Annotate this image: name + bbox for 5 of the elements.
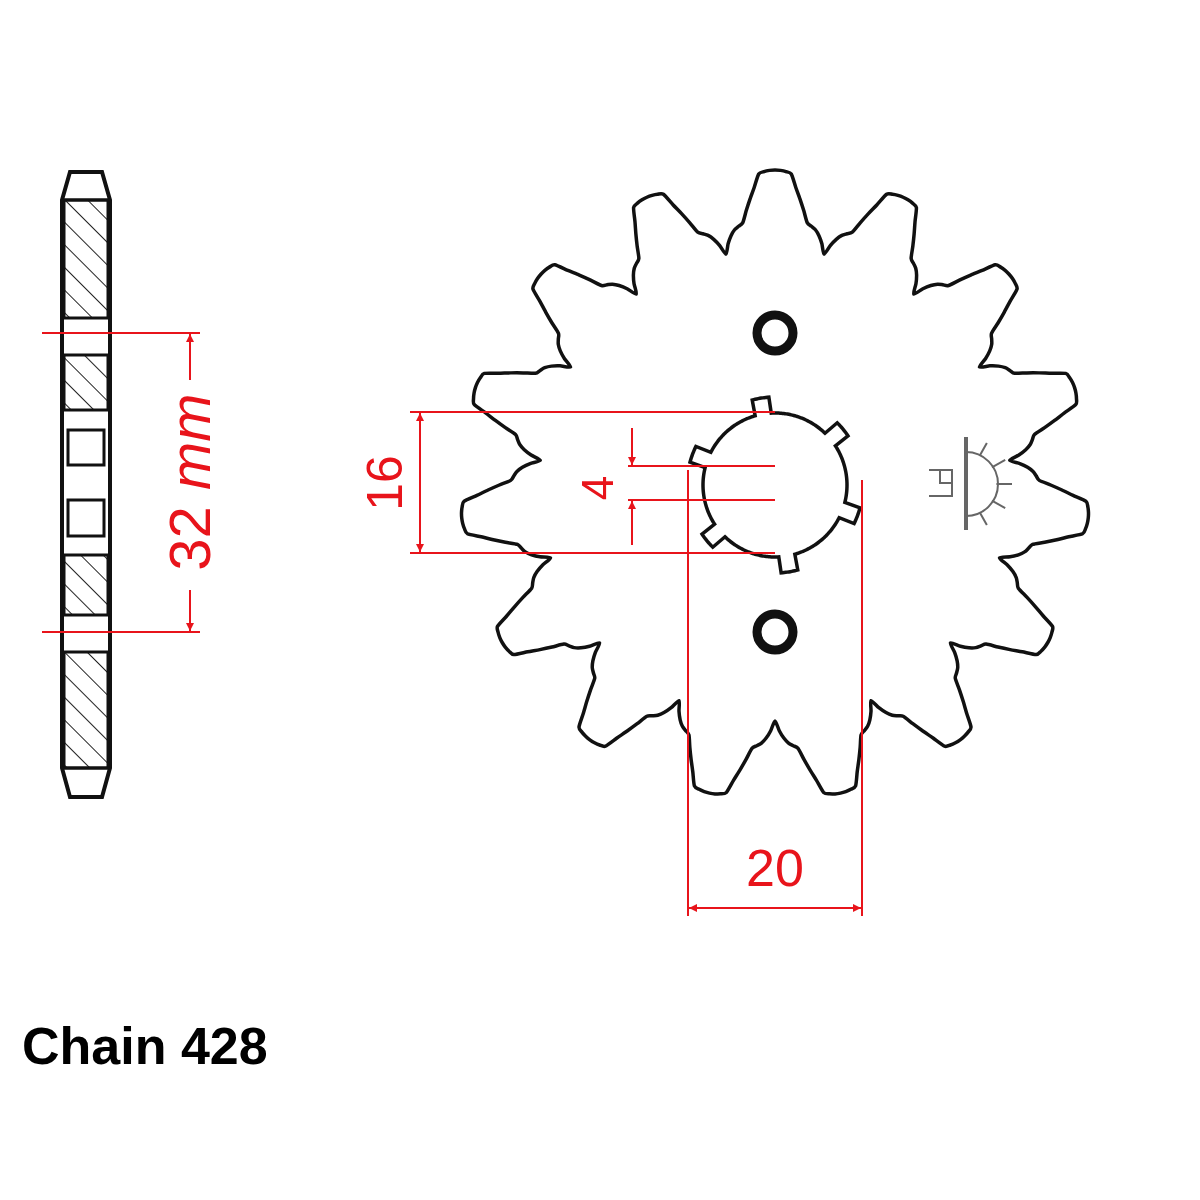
chain-size-label: Chain 428	[22, 1020, 268, 1072]
dimension-label: 20	[746, 842, 804, 894]
dimension-label: 4	[576, 475, 620, 501]
dimension-label: 16	[360, 455, 410, 511]
dimension-label: 32 mm	[161, 393, 219, 571]
